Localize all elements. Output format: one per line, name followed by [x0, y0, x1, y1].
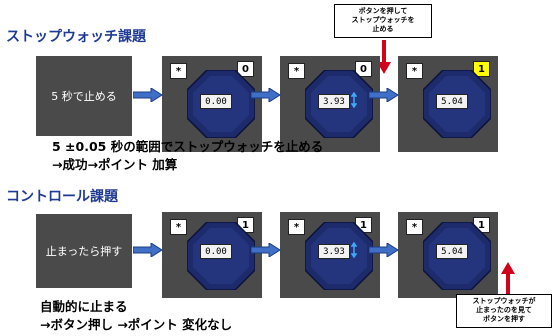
flow-arrow-icon [251, 88, 281, 102]
running-indicator-icon [351, 92, 357, 108]
callout-arrow-up [501, 262, 515, 294]
stopwatch-icon [305, 70, 373, 138]
stopwatch-panel: * 1 5.04 [398, 212, 498, 298]
callout-press-button: ボタンを押して ストップウォッチを 止める [334, 4, 432, 38]
star-box: * [288, 219, 305, 235]
flow-arrow-icon [133, 243, 163, 257]
point-count: 0 [237, 61, 254, 77]
callout-line: ストップウォッチを [351, 16, 415, 24]
callout-line: ボタンを押して [358, 7, 408, 15]
callout-line: ストップウォッチが [472, 297, 536, 305]
flow-arrow-icon [133, 88, 163, 102]
stopwatch-panel: * 1 0.00 [162, 212, 262, 298]
time-readout: 0.00 [200, 94, 232, 109]
stopwatch-panel: * 1 5.04 [398, 56, 498, 152]
stopwatch-icon [305, 222, 373, 290]
star-box: * [288, 63, 305, 79]
time-readout: 5.04 [436, 94, 468, 109]
callout-press-after-stop: ストップウォッチが 止まったのを見て ボタンを押す [456, 294, 552, 328]
section-title-control-task: コントロール課題 [6, 189, 118, 205]
description-line: →ボタン押し →ポイント 変化なし [40, 317, 233, 332]
start-label: 止まったら押す [45, 245, 123, 258]
callout-line: 止める [372, 25, 394, 33]
description-line: 5 ±0.05 秒の範囲でストップウォッチを止める [52, 139, 324, 154]
star-box: * [406, 63, 423, 79]
flow-arrow-icon [251, 243, 281, 257]
time-readout: 3.93 [318, 244, 350, 259]
description-line: →成功→ポイント 加算 [52, 157, 178, 172]
time-readout: 0.00 [200, 244, 232, 259]
callout-line: ボタンを押す [483, 315, 525, 323]
stopwatch-panel: * 0 3.93 [280, 56, 380, 152]
start-label: 5 秒で止める [51, 90, 117, 103]
time-readout: 3.93 [318, 94, 350, 109]
time-readout: 5.04 [436, 244, 468, 259]
description-line: 自動的に止まる [40, 299, 128, 314]
flow-arrow-icon [369, 88, 399, 102]
start-panel: 止まったら押す [36, 214, 132, 288]
flow-arrow-icon [369, 243, 399, 257]
stopwatch-panel: * 1 3.93 [280, 212, 380, 298]
section-title-stopwatch-task: ストップウォッチ課題 [6, 29, 146, 45]
point-count: 0 [355, 61, 372, 77]
star-box: * [406, 219, 423, 235]
running-indicator-icon [351, 242, 357, 258]
point-count-highlighted: 1 [473, 61, 490, 77]
callout-line: 止まったのを見て [476, 306, 532, 314]
stopwatch-panel: * 0 0.00 [162, 56, 262, 152]
star-box: * [170, 63, 187, 79]
star-box: * [170, 219, 187, 235]
start-panel: 5 秒で止める [36, 56, 132, 136]
callout-arrow-down [377, 40, 391, 74]
